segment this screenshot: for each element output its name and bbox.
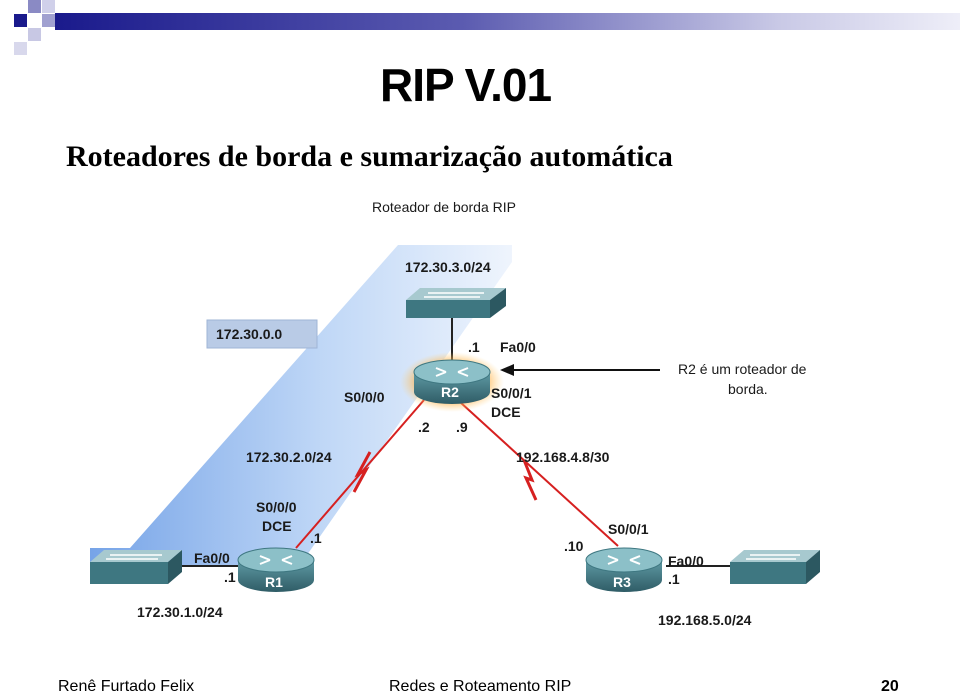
router-label-r1: R1 [265, 574, 283, 590]
interface-host-label: .9 [456, 419, 468, 435]
annotation-text-line: borda. [728, 381, 768, 397]
network-label: 172.30.1.0/24 [137, 604, 223, 620]
summary-network-label: 172.30.0.0 [216, 326, 282, 342]
header-square [14, 14, 27, 27]
footer-author: Renê Furtado Felix [58, 678, 195, 695]
interface-label: S0/0/1 [491, 385, 532, 401]
header-square [28, 28, 41, 41]
switch-icon [406, 288, 506, 318]
header-square [42, 0, 55, 13]
annotation-text: R2 é um roteador de borda. [678, 361, 810, 397]
router-label-r3: R3 [613, 574, 631, 590]
slide-title: RIP V.01 [380, 59, 552, 111]
interface-host-label: .1 [310, 530, 322, 546]
summary-label-box [206, 319, 318, 349]
arrow-head-icon [500, 364, 514, 376]
link-r2-r3 [459, 401, 619, 547]
header-square [42, 14, 55, 27]
network-label: 192.168.5.0/24 [658, 612, 752, 628]
router-icon [585, 547, 663, 592]
header-square [28, 0, 41, 13]
interface-label: S0/0/1 [608, 521, 649, 537]
header-square [14, 42, 27, 55]
interface-label: S0/0/0 [256, 499, 297, 515]
interface-host-label: .2 [418, 419, 430, 435]
network-label: 172.30.3.0/24 [405, 259, 491, 275]
diagram-caption: Roteador de borda RIP [372, 199, 516, 215]
page-number: 20 [881, 678, 899, 695]
header-bar [55, 13, 960, 30]
switch-icon [90, 550, 182, 584]
interface-label: Fa0/0 [668, 553, 704, 569]
interface-host-label: .1 [224, 569, 236, 585]
network-label: 192.168.4.8/30 [516, 449, 610, 465]
switch-icon [730, 550, 820, 584]
router-label-r2: R2 [441, 384, 459, 400]
dce-label: DCE [491, 404, 521, 420]
slide-subtitle: Roteadores de borda e sumarização automá… [66, 140, 673, 173]
router-icon [237, 547, 315, 592]
interface-label: Fa0/0 [194, 550, 230, 566]
interface-label: S0/0/0 [344, 389, 385, 405]
summary-zone [90, 245, 512, 565]
network-label: 172.30.2.0/24 [246, 449, 332, 465]
interface-label: Fa0/0 [500, 339, 536, 355]
interface-host-label: .1 [668, 571, 680, 587]
interface-host-label: .10 [564, 538, 584, 554]
dce-label: DCE [262, 518, 292, 534]
interface-host-label: .1 [468, 339, 480, 355]
serial-icon [352, 451, 372, 493]
router-icon [413, 359, 491, 404]
footer-course: Redes e Roteamento RIP [389, 678, 572, 695]
serial-icon [522, 459, 538, 501]
